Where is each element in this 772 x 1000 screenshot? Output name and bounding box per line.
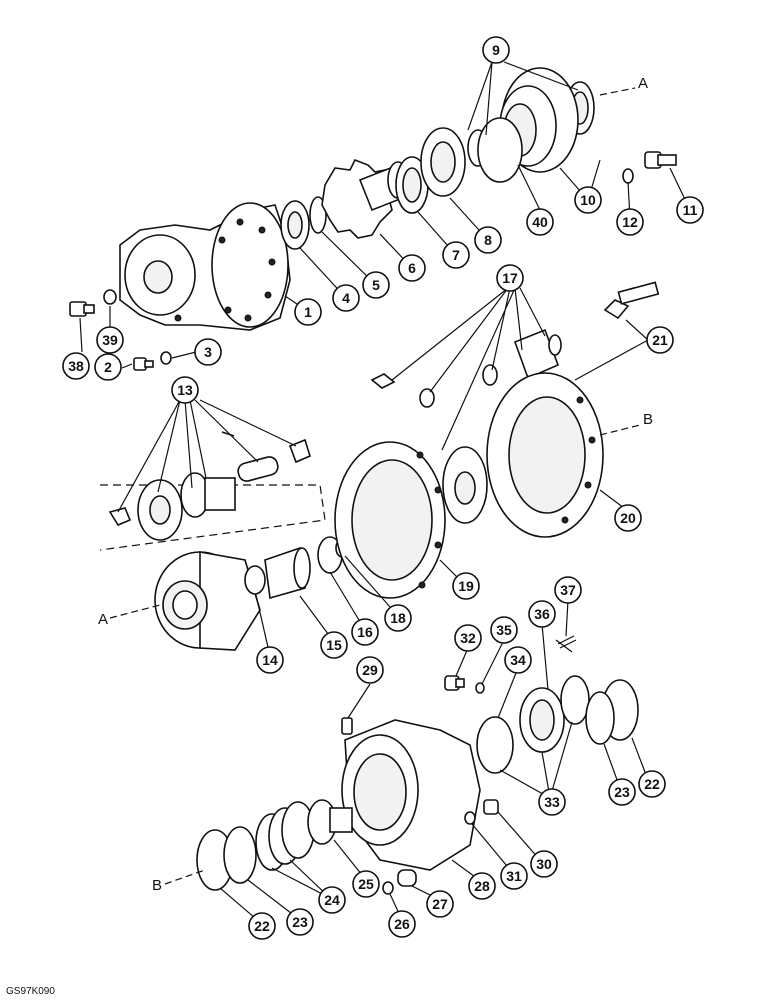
ref-b-right: B	[643, 411, 653, 428]
planet-kit-13	[99, 431, 326, 551]
callout-18: 18	[390, 610, 406, 626]
hub-housing	[119, 202, 291, 331]
callout-8: 8	[484, 232, 492, 248]
callout-7: 7	[452, 247, 460, 263]
plug-29	[341, 717, 353, 735]
washer-14	[244, 565, 266, 595]
callout-15: 15	[326, 637, 342, 653]
carrier-plate-17	[370, 328, 562, 524]
callout-19: 19	[458, 578, 474, 594]
ref-a-left: A	[98, 611, 108, 628]
seal-40	[477, 117, 523, 183]
callout-16: 16	[357, 624, 373, 640]
callout-37: 37	[560, 582, 576, 598]
callout-6: 6	[408, 260, 416, 276]
callout-11: 11	[683, 202, 698, 218]
callout-29: 29	[362, 662, 378, 678]
callout-22-left: 22	[254, 918, 270, 934]
callout-17: 17	[502, 270, 518, 286]
planet-carrier-A	[154, 551, 261, 651]
washer-12	[622, 168, 634, 184]
callout-23-left: 23	[292, 914, 308, 930]
bearing-8	[420, 127, 466, 197]
callout-4: 4	[342, 290, 350, 306]
oring-3	[160, 351, 172, 365]
callout-21: 21	[652, 332, 668, 348]
plug-30	[483, 799, 499, 815]
pinion-gear-6	[321, 158, 412, 239]
callout-20: 20	[620, 510, 636, 526]
callouts: 1 2 3 4 5 6 7 8 9 10 11 12 13 14 15 16 1…	[62, 36, 704, 940]
motor-housing-28	[341, 719, 481, 871]
plate-23-left	[223, 826, 257, 884]
reference-lines	[109, 87, 641, 885]
bolt-21	[603, 281, 660, 320]
bolt-38	[69, 301, 95, 317]
oring-35	[475, 682, 485, 694]
ring-gear-19	[334, 441, 446, 599]
callout-13: 13	[177, 382, 193, 398]
sleeve-33	[476, 687, 565, 774]
callout-10: 10	[580, 192, 596, 208]
plate-23-right	[585, 691, 615, 745]
callout-30: 30	[536, 856, 552, 872]
figure-code: GS97K090	[6, 986, 55, 997]
bolt-11	[644, 151, 677, 169]
callout-22-right: 22	[644, 776, 660, 792]
callout-9: 9	[492, 42, 500, 58]
callout-36: 36	[534, 606, 550, 622]
callout-25: 25	[358, 876, 374, 892]
callout-14: 14	[262, 652, 278, 668]
callout-33: 33	[544, 794, 560, 810]
friction-discs-24	[255, 801, 315, 871]
ref-b-left: B	[152, 877, 162, 894]
bearing-15	[264, 546, 311, 600]
ring-gear-20	[486, 372, 604, 538]
callout-3: 3	[204, 344, 212, 360]
callout-26: 26	[394, 916, 410, 932]
ref-a-top: A	[638, 75, 648, 92]
plug-2	[133, 357, 154, 371]
callout-2: 2	[104, 359, 112, 375]
callout-40: 40	[532, 214, 548, 230]
callout-34: 34	[510, 652, 526, 668]
callout-23-right: 23	[614, 784, 630, 800]
callout-27: 27	[432, 896, 448, 912]
washer-39	[103, 289, 117, 305]
callout-24: 24	[324, 892, 340, 908]
washer-26	[382, 881, 394, 895]
callout-12: 12	[622, 214, 638, 230]
callout-5: 5	[372, 277, 380, 293]
callout-28: 28	[474, 878, 490, 894]
seal-7	[395, 156, 429, 214]
gear-25	[307, 799, 353, 845]
plug-32	[444, 675, 465, 691]
oring-31	[464, 811, 476, 825]
callout-32: 32	[460, 630, 476, 646]
callout-1: 1	[304, 304, 312, 320]
spring-37	[555, 635, 577, 653]
callout-31: 31	[506, 868, 522, 884]
callout-35: 35	[496, 622, 512, 638]
ring-36	[560, 675, 590, 725]
callout-39: 39	[102, 332, 118, 348]
bushing-27	[397, 869, 417, 887]
leader-lines	[79, 61, 691, 925]
callout-38: 38	[68, 358, 84, 374]
bearing-4	[280, 200, 310, 250]
